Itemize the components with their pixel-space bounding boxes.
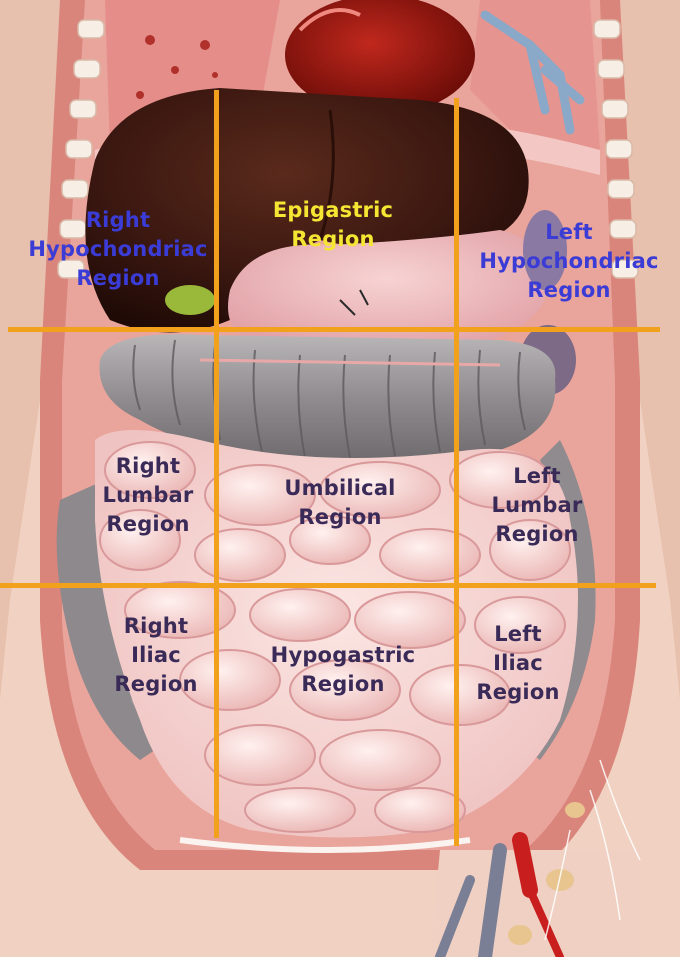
guide-vertical-right [454, 98, 459, 846]
label-left-lumbar: Left Lumbar Region [491, 464, 583, 546]
label-hypogastric: Hypogastric Region [270, 643, 416, 696]
label-left-hypochondriac: Left Hypochondriac Region [479, 220, 659, 302]
guide-vertical-left [214, 90, 219, 838]
label-epigastric: Epigastric Region [272, 198, 394, 251]
label-right-hypochondriac: Right Hypochondriac Region [28, 208, 208, 290]
label-right-lumbar: Right Lumbar Region [102, 454, 194, 536]
label-right-iliac: Right Iliac Region [114, 614, 198, 696]
label-umbilical: Umbilical Region [284, 476, 396, 529]
label-left-iliac: Left Iliac Region [476, 622, 560, 704]
guide-horizontal-lower [0, 583, 656, 588]
guide-horizontal-upper [8, 327, 660, 332]
